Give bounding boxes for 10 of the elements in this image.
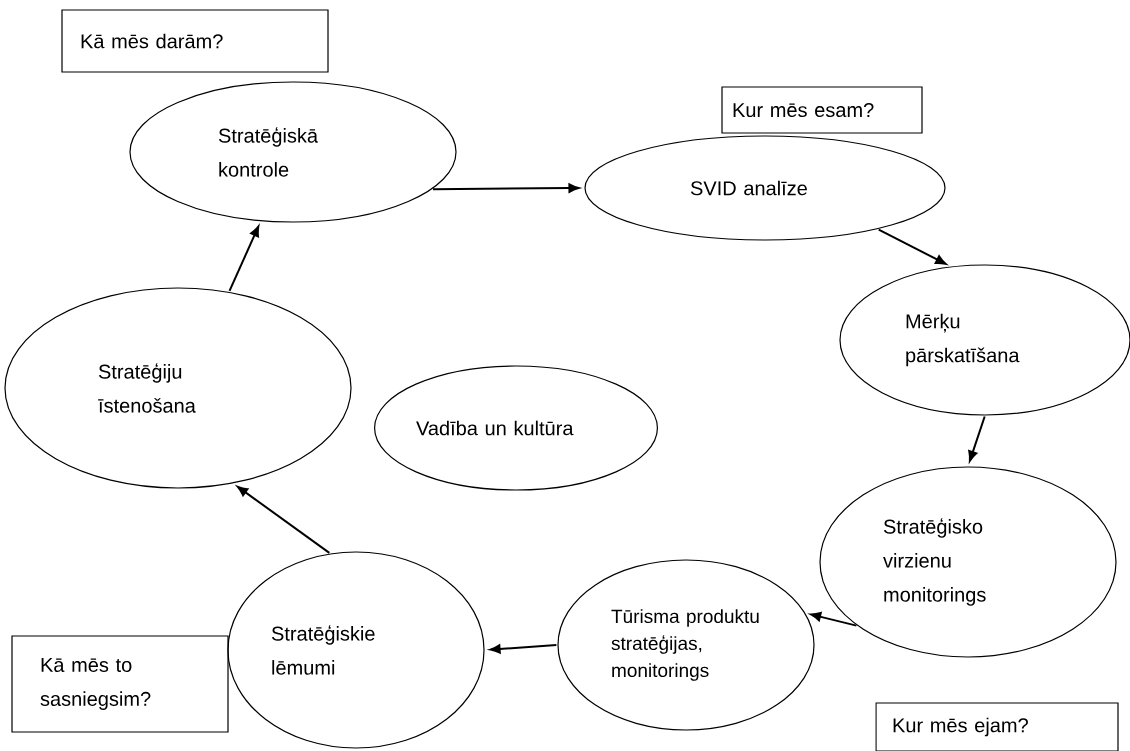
question-box: Kur mēs ejam? xyxy=(875,702,1119,751)
arrow xyxy=(968,415,986,462)
arrow xyxy=(228,225,260,292)
question-box: Kā mēs to sasniegsim? xyxy=(11,635,229,733)
arrow xyxy=(877,228,947,265)
arrow xyxy=(489,644,558,654)
question-box: Kā mēs darām? xyxy=(61,9,329,73)
question-box: Kur mēs esam? xyxy=(721,86,923,134)
arrow xyxy=(432,183,580,193)
arrow xyxy=(236,485,331,554)
